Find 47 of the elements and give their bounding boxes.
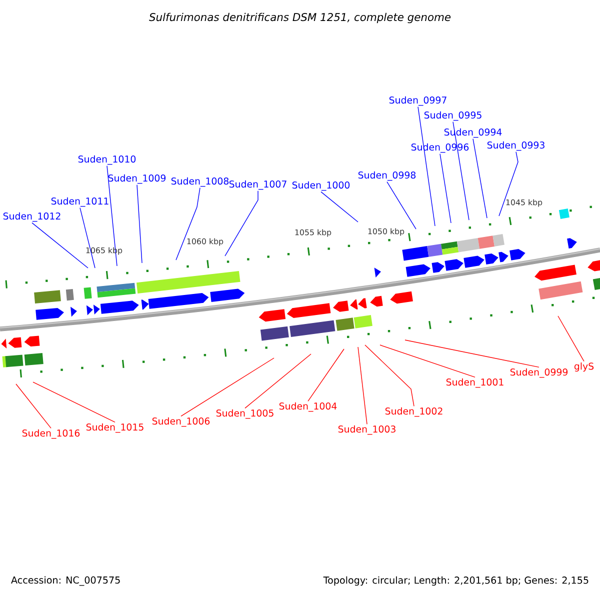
leader-line	[16, 384, 52, 429]
leader-line	[418, 106, 436, 226]
leader-line	[106, 165, 118, 266]
leader-line	[32, 382, 116, 423]
gene-label: Suden_1005	[216, 409, 274, 419]
leader-line	[472, 138, 488, 218]
gene-label: Suden_0997	[389, 96, 446, 106]
gene-label: Suden_1001	[446, 378, 504, 388]
leader-line	[80, 207, 96, 268]
gene-label: Suden_1015	[86, 423, 144, 433]
leader-line	[180, 358, 274, 417]
gene-label: Suden_1002	[385, 407, 442, 417]
leader-line	[176, 187, 200, 260]
footer-text: Topology: circular; Length: 2,201,561 bp; Genes: 2,155	[323, 576, 588, 586]
leader-line	[308, 348, 344, 402]
gene-label: Suden_1003	[338, 425, 396, 435]
leader-line	[136, 184, 142, 264]
gene-label: Suden_1016	[22, 429, 80, 439]
gene-label: Suden_0998	[358, 171, 416, 181]
leader-line	[358, 346, 368, 425]
gene-label: Suden_0993	[487, 141, 544, 151]
gene-label: Suden_1000	[292, 181, 350, 191]
leader-line	[244, 354, 312, 409]
gene-label: glyS	[574, 362, 594, 372]
leader-line	[498, 151, 518, 216]
gene-label: Suden_1010	[78, 155, 136, 165]
gene-label: Suden_0999	[510, 368, 568, 378]
leader-line	[404, 340, 540, 368]
leader-line	[364, 344, 414, 407]
gene-label: Suden_1012	[3, 212, 60, 222]
gene-label: Suden_0995	[424, 111, 482, 121]
leader-line	[452, 121, 470, 220]
gene-label: Suden_1011	[51, 197, 108, 207]
leader-line	[224, 190, 258, 256]
title: Sulfurimonas denitrificans DSM 1251, complete genome	[149, 12, 451, 24]
leader-line	[32, 222, 88, 268]
gene-label: Suden_1009	[108, 174, 166, 184]
leader-line	[558, 316, 584, 362]
leader-line	[386, 181, 416, 230]
gene-label: Suden_1007	[229, 180, 286, 190]
gene-label: Suden_1008	[171, 177, 229, 187]
leader-line	[380, 344, 476, 378]
gene-label: Suden_1006	[152, 417, 210, 427]
gene-label: Suden_1004	[279, 402, 337, 412]
leader-line	[440, 153, 452, 224]
footer-text: Accession: NC_007575	[11, 576, 120, 586]
leader-line	[320, 191, 358, 222]
